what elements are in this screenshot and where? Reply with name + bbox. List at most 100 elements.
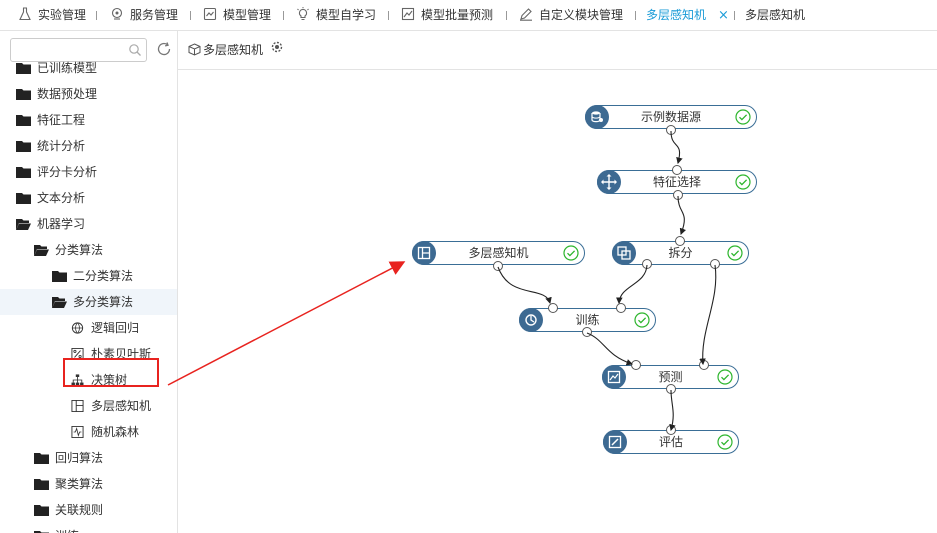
model-icon — [203, 7, 217, 21]
folder-icon — [34, 505, 49, 516]
tab-service-management[interactable]: 服务管理 — [110, 0, 179, 30]
tab-label: 自定义模块管理 — [539, 8, 624, 22]
lightbulb-icon — [297, 7, 309, 21]
output-port[interactable] — [582, 327, 592, 337]
input-port[interactable] — [631, 360, 641, 370]
tab-custom-module-management[interactable]: 自定义模块管理 — [519, 0, 624, 30]
input-port[interactable] — [548, 303, 558, 313]
tree-item-mlp[interactable]: 多层感知机 — [70, 393, 151, 419]
tab-label: 多层感知机 — [646, 8, 707, 22]
tree-folder-scorecard[interactable]: 评分卡分析 — [16, 159, 97, 185]
success-check-icon — [727, 245, 743, 261]
tree-label: 特征工程 — [37, 113, 86, 127]
tab-label: 模型批量预测 — [421, 8, 494, 22]
close-icon[interactable]: × — [718, 8, 729, 23]
tree-item-naive-bayes[interactable]: 朴素贝叶斯 — [70, 341, 151, 367]
tree-folder-binary-classification[interactable]: 二分类算法 — [52, 263, 133, 289]
tree-folder-machine-learning[interactable]: 机器学习 — [16, 211, 85, 237]
tree-folder-regression[interactable]: 回归算法 — [34, 445, 103, 471]
tree-label: 关联规则 — [55, 503, 104, 517]
success-check-icon — [735, 109, 751, 125]
tab-bar: 实验管理 服务管理 模型管理 模型自学习 模型批量预测 自定义模块管理 多层感知… — [0, 0, 937, 31]
output-port[interactable] — [666, 125, 676, 135]
canvas-title-text: 多层感知机 — [203, 43, 264, 57]
gear-icon[interactable] — [270, 40, 284, 54]
tree-folder-classification[interactable]: 分类算法 — [34, 237, 103, 263]
pulse-chart-icon — [71, 426, 84, 438]
success-check-icon — [735, 174, 751, 190]
output-port[interactable] — [493, 261, 503, 271]
tab-label: 服务管理 — [130, 8, 179, 22]
tab-separator — [506, 11, 507, 20]
tree-item-decision-tree[interactable]: 决策树 — [70, 367, 127, 393]
tree-label: 多分类算法 — [73, 295, 134, 309]
tree-folder-clustering[interactable]: 聚类算法 — [34, 471, 103, 497]
tab-separator — [283, 11, 284, 20]
tree-label: 逻辑回归 — [91, 321, 140, 335]
output-port[interactable] — [710, 259, 720, 269]
folder-open-icon — [16, 219, 31, 230]
node-split[interactable]: 拆分 — [612, 241, 749, 265]
node-label: 评估 — [658, 435, 683, 449]
tab-label: 模型管理 — [223, 8, 272, 22]
tree-label: 多层感知机 — [91, 399, 152, 413]
move-arrows-icon — [597, 170, 621, 194]
input-port[interactable] — [675, 236, 685, 246]
layout-icon — [412, 241, 436, 265]
tree-item-logistic-regression[interactable]: 逻辑回归 — [70, 315, 139, 341]
tree-label: 朴素贝叶斯 — [91, 347, 152, 361]
folder-open-icon — [52, 297, 67, 308]
folder-open-icon — [34, 245, 49, 256]
success-check-icon — [717, 369, 733, 385]
folder-icon — [34, 453, 49, 464]
input-port[interactable] — [616, 303, 626, 313]
input-port[interactable] — [666, 425, 676, 435]
tab-model-self-learning[interactable]: 模型自学习 — [296, 0, 377, 30]
node-label: 拆分 — [668, 246, 693, 260]
tab-separator — [635, 11, 636, 20]
tree-folder-trained-models[interactable]: 已训练模型 — [16, 55, 97, 81]
tab-mlp[interactable]: 多层感知机 — [745, 0, 805, 30]
edit-icon — [520, 8, 532, 21]
node-label: 示例数据源 — [640, 110, 701, 124]
tree-folder-statistics[interactable]: 统计分析 — [16, 133, 85, 159]
tab-model-management[interactable]: 模型管理 — [203, 0, 272, 30]
output-port[interactable] — [673, 190, 683, 200]
tree-label: 随机森林 — [91, 425, 140, 439]
tree-folder-training[interactable]: 训练 — [34, 523, 79, 533]
tab-mlp-active[interactable]: 多层感知机 × — [646, 0, 729, 30]
folder-icon — [16, 63, 31, 74]
tree-folder-data-preprocessing[interactable]: 数据预处理 — [16, 81, 97, 107]
tab-separator — [190, 11, 191, 20]
output-port[interactable] — [666, 384, 676, 394]
tree-label: 已训练模型 — [37, 61, 98, 75]
service-icon — [111, 7, 123, 20]
tab-experiment-management[interactable]: 实验管理 — [18, 0, 86, 30]
folder-icon — [16, 89, 31, 100]
search-input[interactable] — [10, 38, 147, 62]
success-check-icon — [563, 245, 579, 261]
folder-icon — [16, 193, 31, 204]
globe-icon — [71, 322, 84, 334]
tree-label: 评分卡分析 — [37, 165, 98, 179]
folder-icon — [52, 271, 67, 282]
tree-folder-association-rules[interactable]: 关联规则 — [34, 497, 103, 523]
sitemap-icon — [71, 374, 84, 386]
success-check-icon — [634, 312, 650, 328]
tree-folder-text-analysis[interactable]: 文本分析 — [16, 185, 85, 211]
refresh-icon[interactable] — [156, 41, 172, 57]
tab-label: 模型自学习 — [316, 8, 377, 22]
input-port[interactable] — [699, 360, 709, 370]
output-port[interactable] — [642, 259, 652, 269]
tree-folder-multi-classification[interactable]: 多分类算法 — [0, 289, 177, 315]
tree-item-random-forest[interactable]: 随机森林 — [70, 419, 139, 445]
tree-folder-feature-engineering[interactable]: 特征工程 — [16, 107, 85, 133]
node-evaluate[interactable]: 评估 — [603, 430, 739, 454]
tab-model-batch-predict[interactable]: 模型批量预测 — [401, 0, 494, 30]
canvas-header: 多层感知机 — [178, 31, 937, 70]
percent-icon — [71, 348, 84, 360]
workflow-canvas[interactable]: 示例数据源 特征选择 多层感知机 拆分 训练 预测 评估 — [178, 70, 937, 533]
search-icon[interactable] — [128, 43, 142, 57]
input-port[interactable] — [672, 165, 682, 175]
tree-label: 回归算法 — [55, 451, 104, 465]
